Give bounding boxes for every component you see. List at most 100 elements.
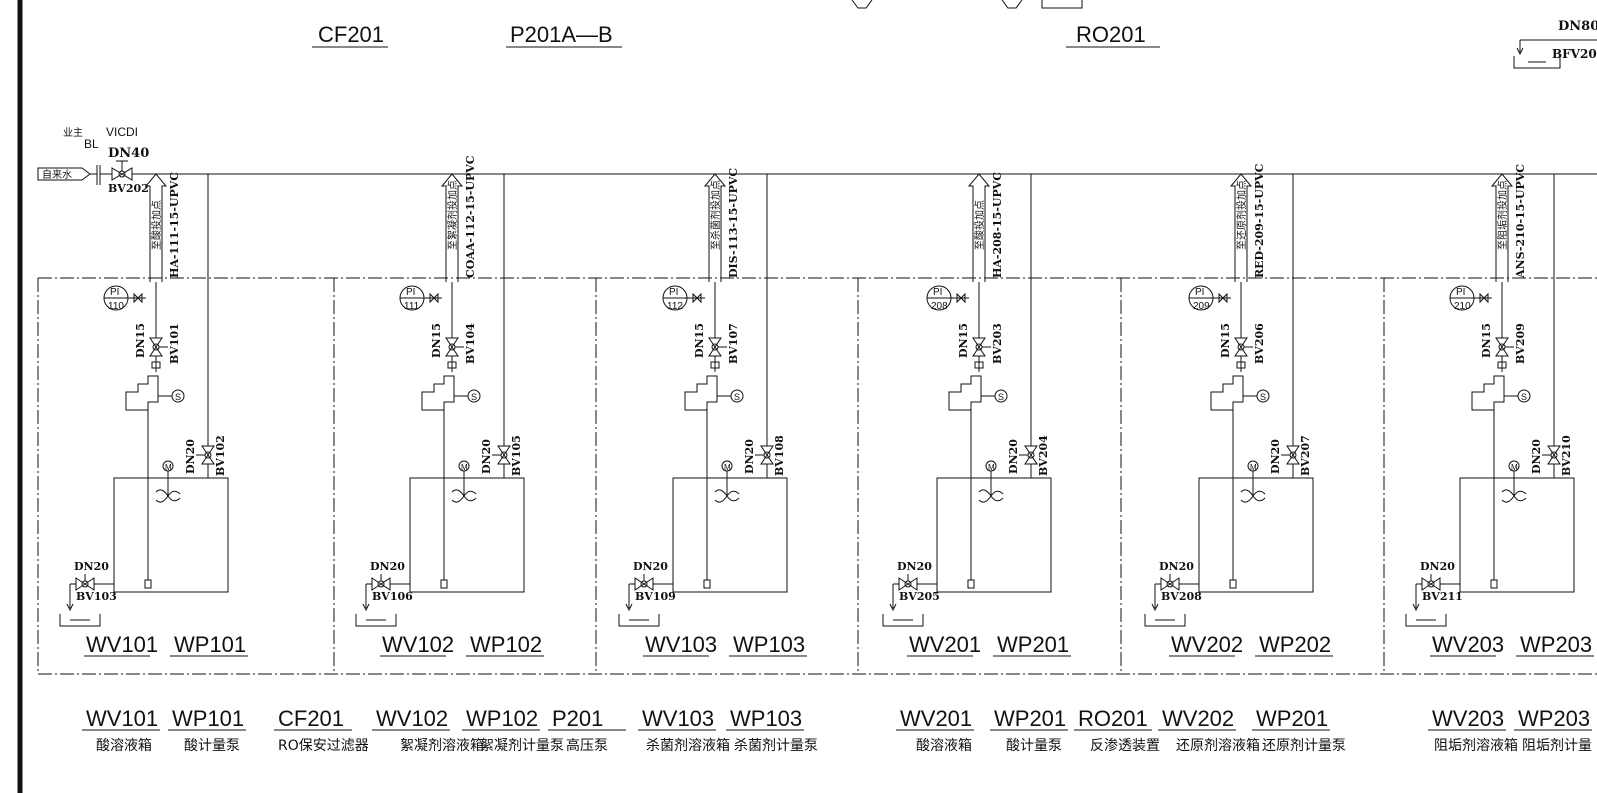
- feed-valve-icon: [1286, 445, 1300, 465]
- svg-text:BL: BL: [84, 137, 99, 151]
- dosing-outlet-arrow: [144, 173, 168, 282]
- solenoid-label: S: [998, 392, 1004, 402]
- legend-tag: WP203: [1518, 706, 1590, 731]
- solenoid-label: S: [1521, 392, 1527, 402]
- discharge-size: DN15: [430, 323, 443, 358]
- tank-tag: WV203: [1432, 632, 1504, 657]
- drain-valve-icon: [1160, 577, 1180, 591]
- inlet-valve-icon: [111, 167, 133, 181]
- drain-trench-icon: [59, 614, 101, 627]
- legend-tag: RO201: [1078, 706, 1148, 731]
- drain-valve-tag: BV109: [635, 590, 676, 603]
- dosing-outlet-arrow: [440, 173, 464, 282]
- tank-tag: WV202: [1171, 632, 1243, 657]
- solution-tank: [672, 477, 788, 593]
- drain-trench-icon: [882, 614, 924, 627]
- pump-tag: WP203: [1520, 632, 1592, 657]
- tank-tag: WV101: [86, 632, 158, 657]
- drain-valve-tag: BV103: [76, 590, 117, 603]
- pi-label: PI: [669, 287, 678, 298]
- discharge-valve-tag: BV107: [727, 323, 740, 364]
- legend-description: 酸溶液箱: [916, 738, 972, 754]
- feed-valve-tag: BV210: [1560, 435, 1573, 476]
- legend-description: 高压泵: [566, 737, 608, 754]
- discharge-valve-icon: [708, 337, 722, 357]
- discharge-valve-tag: BV104: [464, 323, 477, 364]
- svg-text:DN40: DN40: [108, 146, 149, 161]
- discharge-valve-tag: BV101: [168, 323, 181, 364]
- drain-valve-tag: BV211: [1422, 590, 1463, 603]
- legend-item-5: WP102 絮凝剂计量泵: [462, 706, 564, 754]
- top-cropped-symbols: [851, 0, 1083, 9]
- pi-valve-icon: [956, 292, 966, 304]
- feed-valve-icon: [1024, 445, 1038, 465]
- pi-number: 208: [931, 301, 948, 312]
- solenoid-label: S: [734, 392, 740, 402]
- dosing-destination-label: 至絮凝剂投加点: [446, 180, 459, 250]
- legend-tag: WV101: [86, 706, 158, 731]
- mixer-label: M: [1511, 463, 1518, 472]
- svg-text:BFV20: BFV20: [1552, 47, 1597, 61]
- svg-text:VICDI: VICDI: [106, 125, 138, 139]
- foot-valve-icon: [967, 579, 975, 589]
- legend-description: 阻垢剂计量: [1522, 738, 1592, 754]
- solution-tank: [1198, 477, 1314, 593]
- solenoid-label: S: [471, 392, 477, 402]
- pi-number: 111: [404, 301, 420, 312]
- feed-valve-tag: BV108: [773, 435, 786, 476]
- pi-valve-icon: [133, 292, 143, 304]
- legend-description: 反渗透装置: [1090, 738, 1160, 754]
- legend-description: 絮凝剂溶液箱: [400, 737, 484, 754]
- svg-text:BV202: BV202: [108, 182, 149, 195]
- legend-tag: CF201: [278, 706, 344, 731]
- legend-tag: WP201: [994, 706, 1066, 731]
- mixer-label: M: [724, 463, 731, 472]
- drain-trench-icon: [1144, 614, 1186, 627]
- drain-trench-icon: [355, 614, 397, 627]
- mixer-label: M: [988, 463, 995, 472]
- discharge-valve-icon: [149, 337, 163, 357]
- discharge-valve-tag: BV203: [991, 323, 1004, 364]
- foot-valve-icon: [440, 579, 448, 589]
- pi-label: PI: [1195, 287, 1204, 298]
- legend-item-1: WV101 酸溶液箱: [82, 706, 160, 754]
- legend-description: 酸溶液箱: [96, 738, 152, 754]
- solution-tank: [1459, 477, 1575, 593]
- foot-valve-icon: [144, 579, 152, 589]
- foot-valve-icon: [1490, 579, 1498, 589]
- mixer-label: M: [461, 463, 468, 472]
- legend-description: 杀菌剂溶液箱: [646, 738, 730, 754]
- drain-size: DN20: [74, 560, 109, 573]
- pipeline-number: HA-111-15-UPVC: [168, 172, 181, 278]
- discharge-valve-icon: [1495, 337, 1509, 357]
- metering-pump-icon: [1210, 375, 1244, 411]
- metering-pump-icon: [421, 375, 455, 411]
- feed-size: DN20: [1269, 439, 1282, 474]
- legend-tag: WV102: [376, 706, 448, 731]
- dosing-outlet-arrow: [967, 173, 991, 282]
- dosing-destination-label: 至酸投加点: [973, 200, 986, 250]
- svg-text:DN80: DN80: [1558, 19, 1597, 34]
- legend-tag: WP102: [466, 706, 538, 731]
- tank-tag: WV102: [382, 632, 454, 657]
- header-cf201: CF201: [318, 22, 384, 47]
- solution-tank: [936, 477, 1052, 593]
- legend-item-4: WV102 絮凝剂溶液箱: [372, 706, 484, 754]
- legend-description: 阻垢剂溶液箱: [1434, 738, 1518, 754]
- discharge-size: DN15: [1480, 323, 1493, 358]
- feed-valve-icon: [760, 445, 774, 465]
- feed-size: DN20: [480, 439, 493, 474]
- mixer-label: M: [1250, 463, 1257, 472]
- feed-valve-tag: BV102: [214, 435, 227, 476]
- pipeline-number: DIS-113-15-UPVC: [727, 168, 740, 278]
- legend-description: 絮凝剂计量泵: [480, 737, 564, 754]
